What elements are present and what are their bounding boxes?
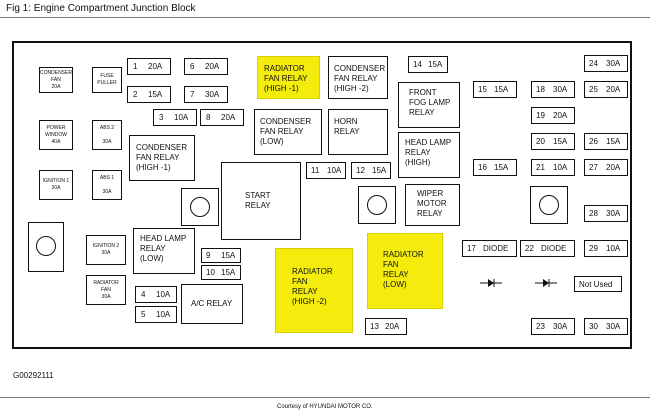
ignition2-fuse: IGNITION 2 30A [86,235,126,265]
radiator-fan-relay-high1: RADIATOR FAN RELAY (HIGH -1) [257,56,320,99]
condenser-fan-relay-high1: CONDENSER FAN RELAY (HIGH -1) [129,135,195,181]
radiator-fan-fuse: RADIATOR FAN 30A [86,275,126,305]
head-lamp-relay-high: HEAD LAMP RELAY (HIGH) [398,132,460,178]
figure-title: Fig 1: Engine Compartment Junction Block [6,3,196,14]
front-fog-lamp-relay: FRONT FOG LAMP RELAY [398,82,460,128]
horn-relay: HORN RELAY [328,109,388,155]
abs1-fuse: ABS 1 30A [92,170,122,200]
diode-symbol-17 [480,279,502,287]
mount-hole-mid [367,195,387,215]
radiator-fan-relay-high2: RADIATOR FAN RELAY (HIGH -2) [275,248,353,333]
footer-divider [0,397,650,398]
fuse-puller: FUSE PULLER [92,67,122,93]
figure-code: G00292111 [13,371,54,380]
condenser-fan-fuse: CONDENSER FAN 20A [39,67,73,93]
head-lamp-relay-low: HEAD LAMP RELAY (LOW) [133,228,195,274]
mount-bracket-right [530,186,568,224]
title-divider [0,17,650,18]
figure-credit: Courtesy of HYUNDAI MOTOR CO. [277,404,373,410]
power-window-fuse: POWER WINDOW 40A [39,120,73,150]
mount-hole [36,236,56,256]
ac-relay: A/C RELAY [181,284,243,324]
mount-bracket-left [181,188,219,226]
radiator-fan-relay-low: RADIATOR FAN RELAY (LOW) [367,233,443,309]
abs2-fuse: ABS 2 30A [92,120,122,150]
condenser-fan-relay-low: CONDENSER FAN RELAY (LOW) [254,109,322,155]
mount-hole-right [539,195,559,215]
wiper-motor-relay: WIPER MOTOR RELAY [405,184,460,226]
mount-hole-left [190,197,210,217]
diode-symbol-22 [535,279,557,287]
ignition1-fuse: IGNITION 1 30A [39,170,73,200]
start-relay: START RELAY [221,162,301,240]
condenser-fan-relay-high2: CONDENSER FAN RELAY (HIGH -2) [328,56,388,99]
not-used-slot: Not Used [574,276,622,292]
mount-bracket [28,222,64,272]
mount-bracket-mid [358,186,396,224]
